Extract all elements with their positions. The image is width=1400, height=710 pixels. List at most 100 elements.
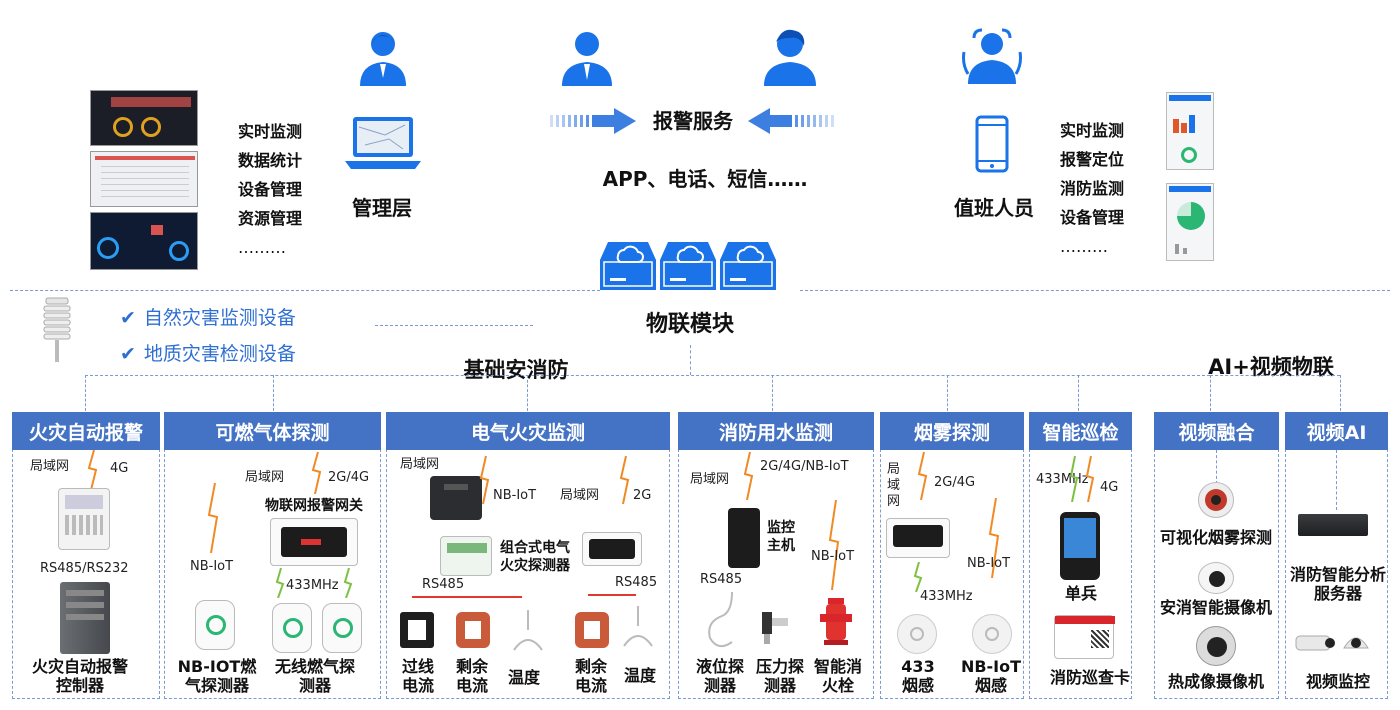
- elec-wireless-device: [582, 532, 642, 566]
- smoke-rf-label: 433MHz: [920, 589, 973, 604]
- smartphone-icon: [975, 115, 1009, 173]
- bus-drop: [947, 375, 948, 411]
- bus-drop: [85, 375, 86, 411]
- patrol-rf-label: 433MHz: [1036, 472, 1089, 487]
- bus-drop: [273, 375, 274, 411]
- elec-residual-sensor-a: [456, 612, 490, 648]
- duty-item: 消防监测: [1060, 179, 1125, 198]
- elec-2g-label: 2G: [633, 488, 652, 503]
- header-gas: 可燃气体探测: [164, 412, 381, 450]
- water-device-2-label: 压力探测器: [755, 657, 804, 696]
- smoke-detector-nbiot: [972, 614, 1012, 654]
- patrol-device-1-label: 单兵: [1064, 584, 1097, 603]
- dashboard-screenshot-1: [90, 90, 198, 146]
- duty-label: 值班人员: [954, 196, 1034, 220]
- header-water: 消防用水监测: [678, 412, 874, 450]
- elec-red-bus-a: [412, 596, 522, 598]
- duty-item: 报警定位: [1060, 150, 1125, 169]
- bus-drop: [1340, 375, 1341, 411]
- patrol-handheld-device: [1060, 512, 1100, 580]
- signal-bolt-icon: [828, 500, 840, 590]
- patrol-card: [1054, 615, 1115, 659]
- weather-station-icon: [43, 297, 71, 362]
- header-patrol: 智能巡检: [1029, 412, 1132, 450]
- check-icon: ✔: [120, 307, 136, 329]
- fire-4g-label: 4G: [110, 461, 129, 476]
- basic-bus-line: [85, 375, 1210, 376]
- smoke-device-2-label: NB-IoT烟感: [960, 657, 1022, 696]
- fusion-stem: [1216, 450, 1217, 484]
- fusion-device-3-label: 热成像摄像机: [1167, 672, 1264, 691]
- mgmt-label: 管理层: [352, 196, 412, 220]
- disaster-connector: [375, 325, 533, 326]
- signal-bolt-icon: [87, 450, 98, 490]
- header-smoke: 烟雾探测: [880, 412, 1024, 450]
- video-cameras-icon: [1295, 635, 1369, 651]
- smoke-gateway-device: [886, 518, 950, 558]
- duty-list: 实时监测 报警定位 消防监测 设备管理 ………: [1060, 116, 1130, 261]
- mgmt-item: 数据统计: [238, 151, 303, 170]
- signal-bolt-icon: [988, 498, 1000, 578]
- gas-gateway-device: [270, 518, 358, 566]
- app-screenshot-1: [1166, 92, 1214, 170]
- elec-sensor-5-label: 温度: [623, 666, 656, 685]
- signal-bolt-icon: [311, 452, 322, 494]
- fire-lan-label: 局域网: [30, 459, 70, 474]
- male-staff-icon: [764, 29, 816, 86]
- iot-module-title: 物联模块: [645, 312, 734, 337]
- signal-bolt-icon: [1085, 456, 1095, 502]
- level-probe-icon: [708, 592, 733, 648]
- signal-bolt-icon: [479, 456, 490, 504]
- patrol-device-2-label: 消防巡查卡: [1049, 668, 1130, 687]
- elec-combo-label: 组合式电气火灾探测器: [500, 540, 570, 574]
- smoke-net-label: 2G/4G: [934, 475, 976, 490]
- fire-controller-cabinet: [60, 582, 110, 654]
- ai-video-group-label: AI+视频物联: [1208, 355, 1334, 379]
- smoke-device-1-label: 433烟感: [901, 657, 935, 696]
- videoai-device-1-label: 消防智能分析服务器: [1290, 565, 1387, 604]
- water-lan-label: 局域网: [690, 472, 730, 487]
- water-host-label: 监控主机: [767, 520, 795, 554]
- mgmt-list: 实时监测 数据统计 设备管理 资源管理 ………: [238, 117, 308, 262]
- duty-item: 实时监测: [1060, 121, 1125, 140]
- signal-bolt-icon: [1069, 456, 1079, 502]
- gas-lan-label: 局域网: [245, 470, 285, 485]
- disaster-item-label: 自然灾害监测设备: [143, 307, 296, 329]
- fire-bus-label: RS485/RS232: [40, 561, 129, 576]
- hydrant-icon: [820, 598, 852, 645]
- signal-bolt-icon: [343, 568, 353, 598]
- gas-detector-nbiot: [195, 600, 235, 650]
- manager-person-icon: [360, 32, 406, 86]
- female-staff-icon: [562, 32, 612, 86]
- arrow-right-icon: [550, 108, 636, 134]
- thermal-camera-device: [1196, 626, 1236, 666]
- mgmt-item: 实时监测: [238, 122, 303, 141]
- alarm-service-title: 报警服务: [653, 109, 733, 133]
- gas-detector-wireless-2: [322, 603, 362, 653]
- disaster-item: ✔ 自然灾害监测设备: [120, 300, 340, 336]
- header-video-fusion: 视频融合: [1154, 412, 1279, 450]
- signal-bolt-icon: [275, 568, 285, 598]
- mgmt-item: ………: [238, 238, 286, 257]
- smoke-nbiot-label: NB-IoT: [967, 556, 1011, 571]
- fusion-device-2-label: 安消智能摄像机: [1159, 598, 1272, 617]
- elec-temp-probe-b: [623, 606, 653, 647]
- elec-sensor-4-label: 剩余电流: [574, 657, 607, 696]
- cloud-server-icon: [600, 242, 656, 290]
- signal-bolt-icon: [913, 562, 923, 592]
- gas-nbiot-label: NB-IoT: [190, 559, 234, 574]
- bus-drop: [772, 375, 773, 411]
- water-rs485-label: RS485: [700, 572, 743, 587]
- iot-module-stem: [690, 345, 691, 375]
- cloud-server-icon: [720, 242, 776, 290]
- pressure-probe-icon: [762, 612, 788, 644]
- signal-bolt-icon: [743, 452, 754, 500]
- water-device-1-label: 液位探测器: [695, 657, 744, 696]
- dashboard-screenshot-2: [90, 151, 198, 207]
- fire-panel-device: [58, 488, 110, 550]
- fusion-device-1-label: 可视化烟雾探测: [1159, 528, 1272, 547]
- ai-bus-line: [1210, 375, 1340, 376]
- check-icon: ✔: [120, 343, 136, 365]
- fire-controller-label: 火灾自动报警控制器: [31, 657, 128, 696]
- water-host-device: [728, 508, 760, 568]
